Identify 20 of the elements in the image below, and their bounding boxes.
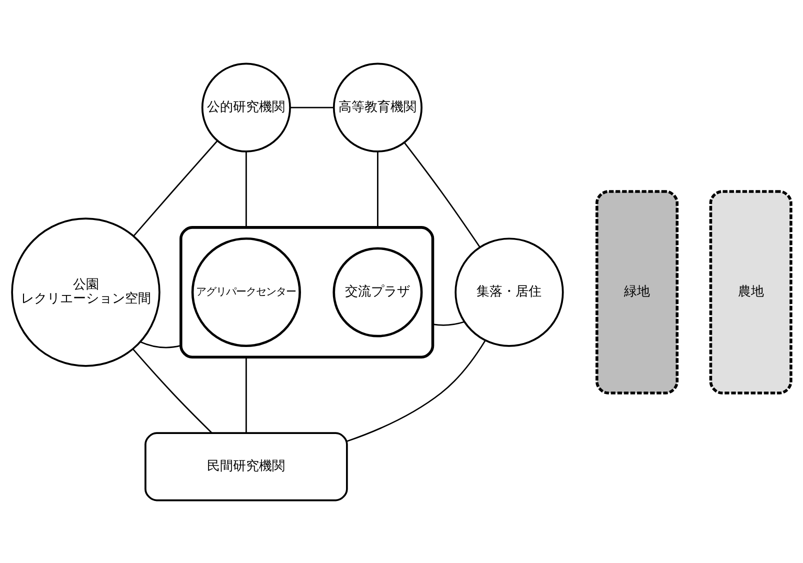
node-circle: 公的研究機関	[201, 62, 291, 152]
cluster	[180, 226, 434, 358]
connector	[246, 356, 247, 432]
connector	[346, 340, 486, 442]
connector	[290, 106, 334, 108]
node-circle: 高等教育機関	[332, 62, 422, 152]
connector	[246, 151, 247, 227]
node-box: 民間研究機関	[144, 432, 348, 501]
connector	[140, 340, 182, 348]
connector	[432, 320, 464, 326]
connector	[132, 348, 212, 433]
node-box: 緑地	[596, 190, 679, 394]
node-box: 農地	[709, 190, 792, 394]
node-circle: 公園 レクリエーション空間	[11, 217, 160, 366]
node-circle: 集落・居住	[454, 237, 564, 346]
node-circle: 交流プラザ	[332, 246, 423, 337]
connector	[133, 140, 218, 236]
node-circle: アグリパークセンター	[191, 236, 301, 347]
connector	[404, 142, 480, 248]
connector	[377, 151, 378, 227]
